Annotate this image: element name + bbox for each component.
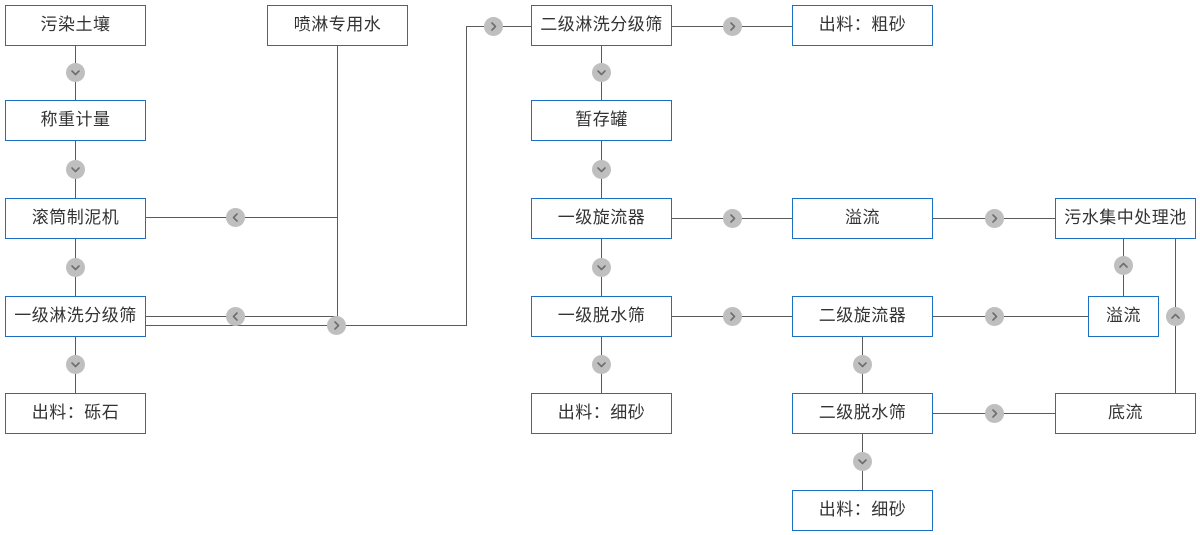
node-buffer-tank[interactable]: 暂存罐 (531, 100, 672, 141)
node-output-fine-sand-1[interactable]: 出料：细砂 (531, 393, 672, 434)
node-secondary-dewater-screen[interactable]: 二级脱水筛 (792, 393, 933, 434)
node-output-gravel[interactable]: 出料：砾石 (5, 393, 146, 434)
arrow-marker-down (66, 63, 85, 82)
arrow-marker-right (327, 316, 346, 335)
arrow-marker-right (985, 209, 1004, 228)
arrow-marker-right (985, 404, 1004, 423)
node-overflow-2[interactable]: 溢流 (1088, 296, 1159, 337)
node-secondary-wash-screen[interactable]: 二级淋洗分级筛 (531, 5, 672, 46)
arrow-marker-down (592, 355, 611, 374)
arrow-marker-down (853, 355, 872, 374)
node-underflow[interactable]: 底流 (1055, 393, 1196, 434)
node-primary-dewater-screen[interactable]: 一级脱水筛 (531, 296, 672, 337)
arrow-marker-down (66, 160, 85, 179)
arrow-marker-right (723, 17, 742, 36)
node-secondary-cyclone[interactable]: 二级旋流器 (792, 296, 933, 337)
arrow-marker-down (592, 160, 611, 179)
arrow-marker-right (985, 307, 1004, 326)
arrow-marker-right (723, 209, 742, 228)
edge-line (933, 316, 1088, 317)
arrow-marker-down (66, 355, 85, 374)
node-drum-mud-machine[interactable]: 滚筒制泥机 (5, 198, 146, 239)
node-output-coarse-sand[interactable]: 出料：粗砂 (792, 5, 933, 46)
arrow-marker-down (592, 63, 611, 82)
arrow-marker-up (1114, 256, 1133, 275)
node-primary-cyclone[interactable]: 一级旋流器 (531, 198, 672, 239)
node-wastewater-treatment-pool[interactable]: 污水集中处理池 (1055, 198, 1196, 239)
arrow-marker-down (853, 452, 872, 471)
node-weighing[interactable]: 称重计量 (5, 100, 146, 141)
arrow-marker-right (484, 17, 503, 36)
arrow-marker-right (723, 307, 742, 326)
edge-line (337, 46, 338, 317)
edge-line (466, 26, 467, 326)
arrow-marker-down (592, 258, 611, 277)
node-polluted-soil[interactable]: 污染土壤 (5, 5, 146, 46)
node-spray-water[interactable]: 喷淋专用水 (267, 5, 408, 46)
edge-line (146, 325, 466, 326)
node-output-fine-sand-2[interactable]: 出料：细砂 (792, 490, 933, 531)
arrow-marker-left (226, 307, 245, 326)
node-overflow-1[interactable]: 溢流 (792, 198, 933, 239)
arrow-marker-left (226, 208, 245, 227)
arrow-marker-up (1166, 307, 1185, 326)
arrow-marker-down (66, 258, 85, 277)
node-primary-wash-screen[interactable]: 一级淋洗分级筛 (5, 296, 146, 337)
